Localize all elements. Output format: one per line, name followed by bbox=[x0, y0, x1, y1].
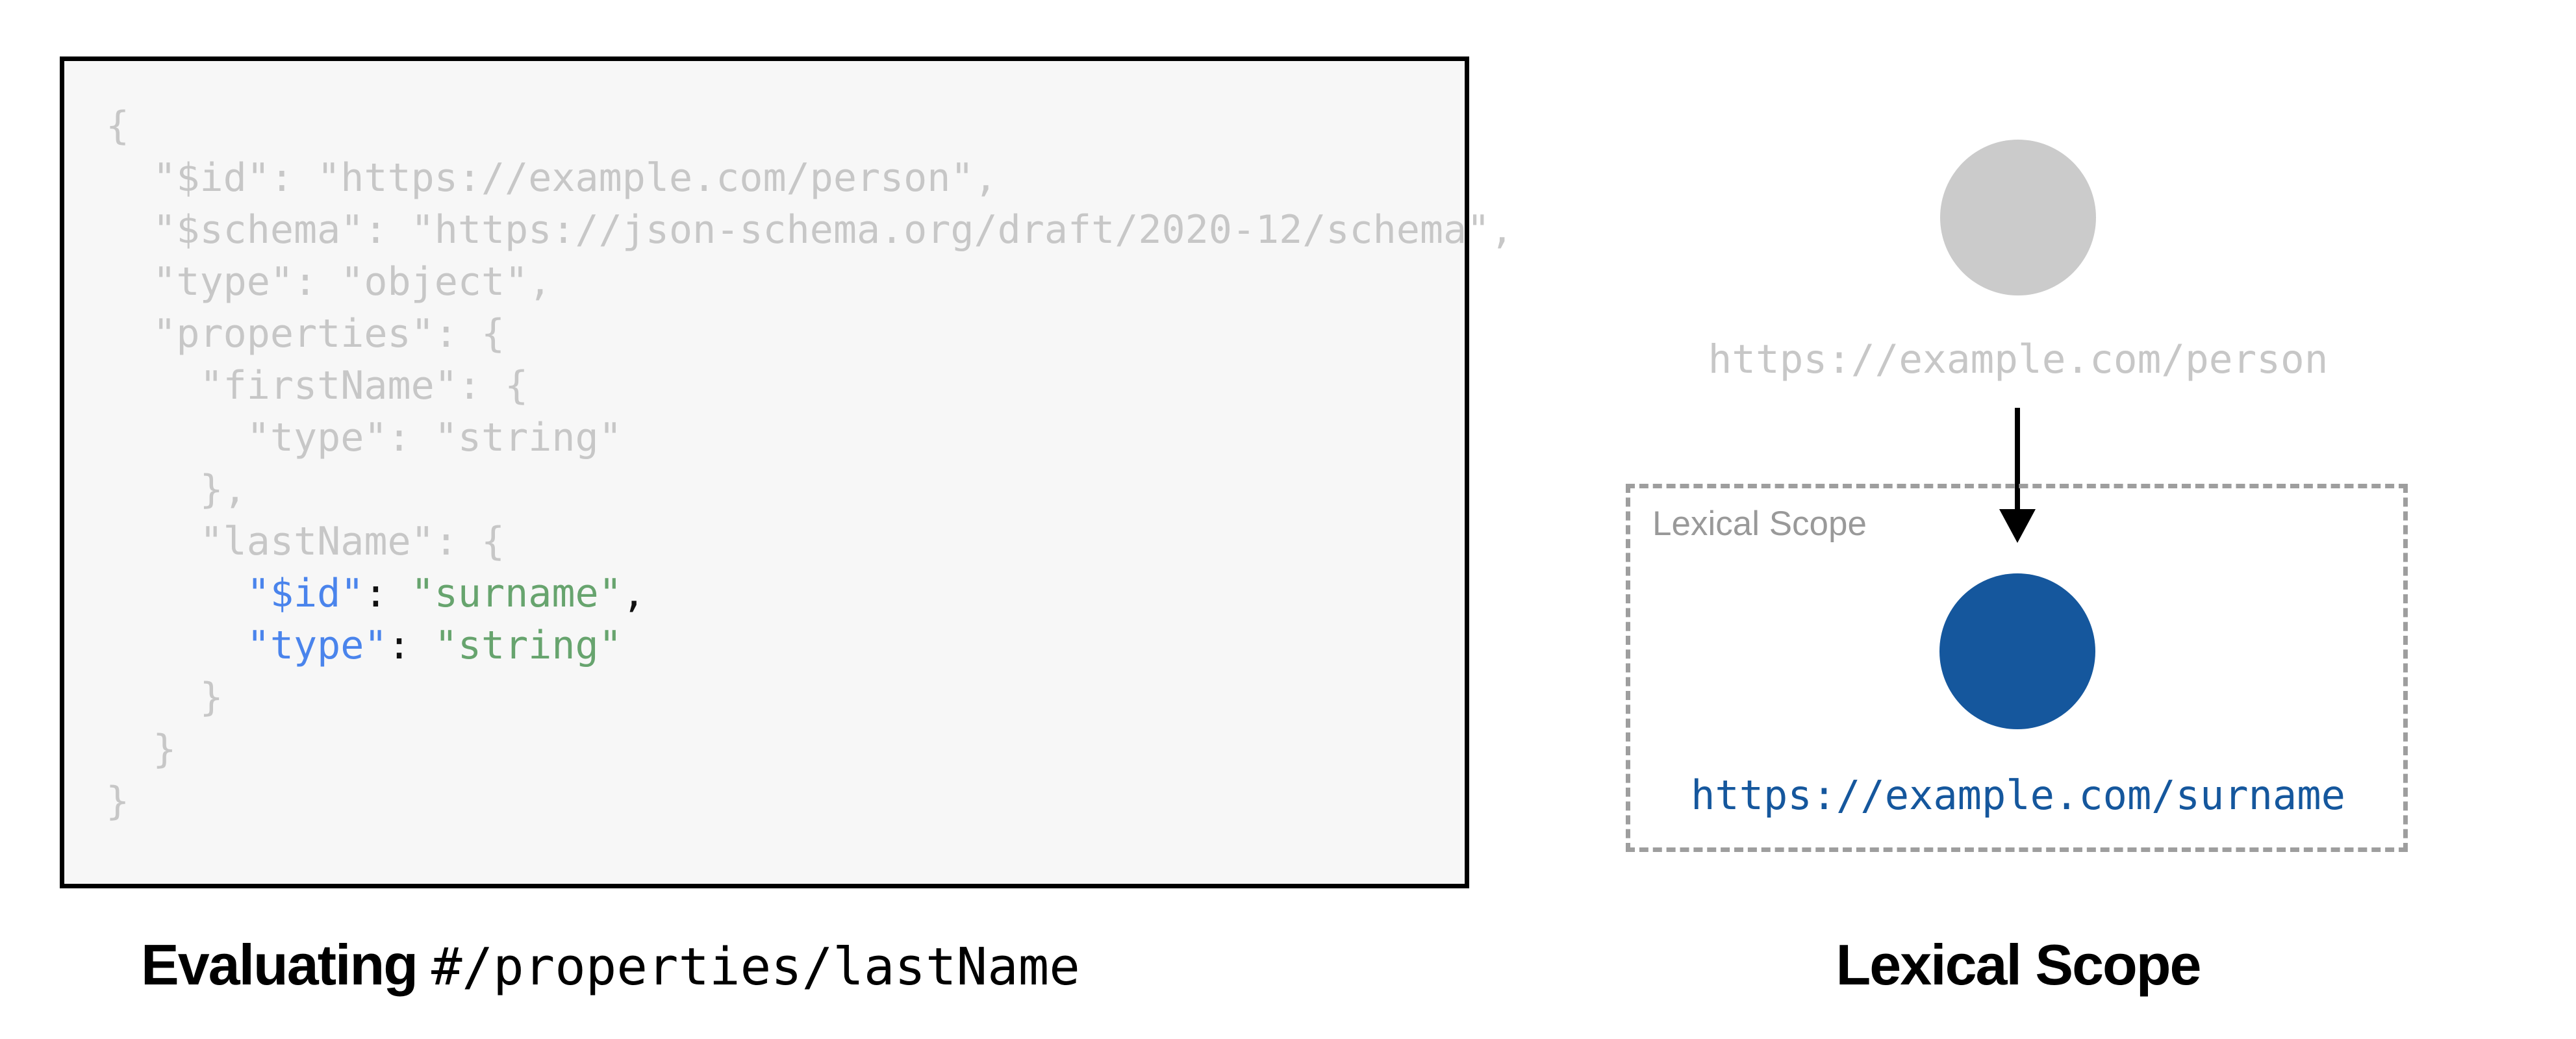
code-string-token: "surname" bbox=[410, 571, 622, 616]
arrow-shaft bbox=[2015, 408, 2020, 510]
code-line: "firstName": { bbox=[106, 363, 529, 408]
code-comma-token: , bbox=[622, 571, 646, 616]
left-figure-caption: Evaluating#/properties/lastName bbox=[141, 933, 1080, 997]
lexical-scope-box: Lexical Scope bbox=[1626, 484, 2408, 852]
child-schema-uri-label: https://example.com/surname bbox=[1691, 771, 2345, 819]
child-schema-node-circle bbox=[1939, 573, 2095, 729]
code-line-highlighted-type: "type": "string" bbox=[106, 620, 1465, 671]
json-schema-code-panel: { "$id": "https://example.com/person", "… bbox=[60, 56, 1514, 888]
code-line: "$id": "https://example.com/person", bbox=[106, 155, 998, 201]
code-line: } bbox=[106, 779, 130, 824]
code-line: "$schema": "https://json-schema.org/draf… bbox=[106, 207, 1514, 253]
code-line: } bbox=[106, 727, 177, 772]
parent-schema-uri-label: https://example.com/person bbox=[1708, 336, 2329, 382]
parent-schema-node-circle bbox=[1940, 140, 2096, 295]
code-key-token: "$id" bbox=[246, 571, 364, 616]
code-line: "type": "object", bbox=[106, 259, 552, 305]
code-line: "properties": { bbox=[106, 311, 505, 357]
code-separator-token: : bbox=[364, 571, 411, 616]
code-string-token: "string" bbox=[434, 623, 622, 668]
arrow-head-icon bbox=[1999, 509, 2036, 543]
right-figure-caption: Lexical Scope bbox=[1836, 933, 2202, 997]
code-block: { "$id": "https://example.com/person", "… bbox=[106, 100, 1514, 827]
code-line: "type": "string" bbox=[106, 415, 622, 460]
code-line: } bbox=[106, 675, 223, 720]
code-line: "lastName": { bbox=[106, 519, 505, 564]
code-separator-token: : bbox=[387, 623, 435, 668]
code-line: { bbox=[106, 103, 130, 149]
code-indent bbox=[106, 623, 247, 668]
code-key-token: "type" bbox=[246, 623, 388, 668]
lexical-scope-box-label: Lexical Scope bbox=[1652, 505, 1867, 543]
code-line-highlighted-id: "$id": "surname", bbox=[106, 568, 1465, 620]
code-line: }, bbox=[106, 467, 247, 512]
caption-json-pointer: #/properties/lastName bbox=[431, 937, 1080, 997]
code-indent bbox=[106, 571, 247, 616]
caption-evaluating-label: Evaluating bbox=[141, 933, 418, 997]
